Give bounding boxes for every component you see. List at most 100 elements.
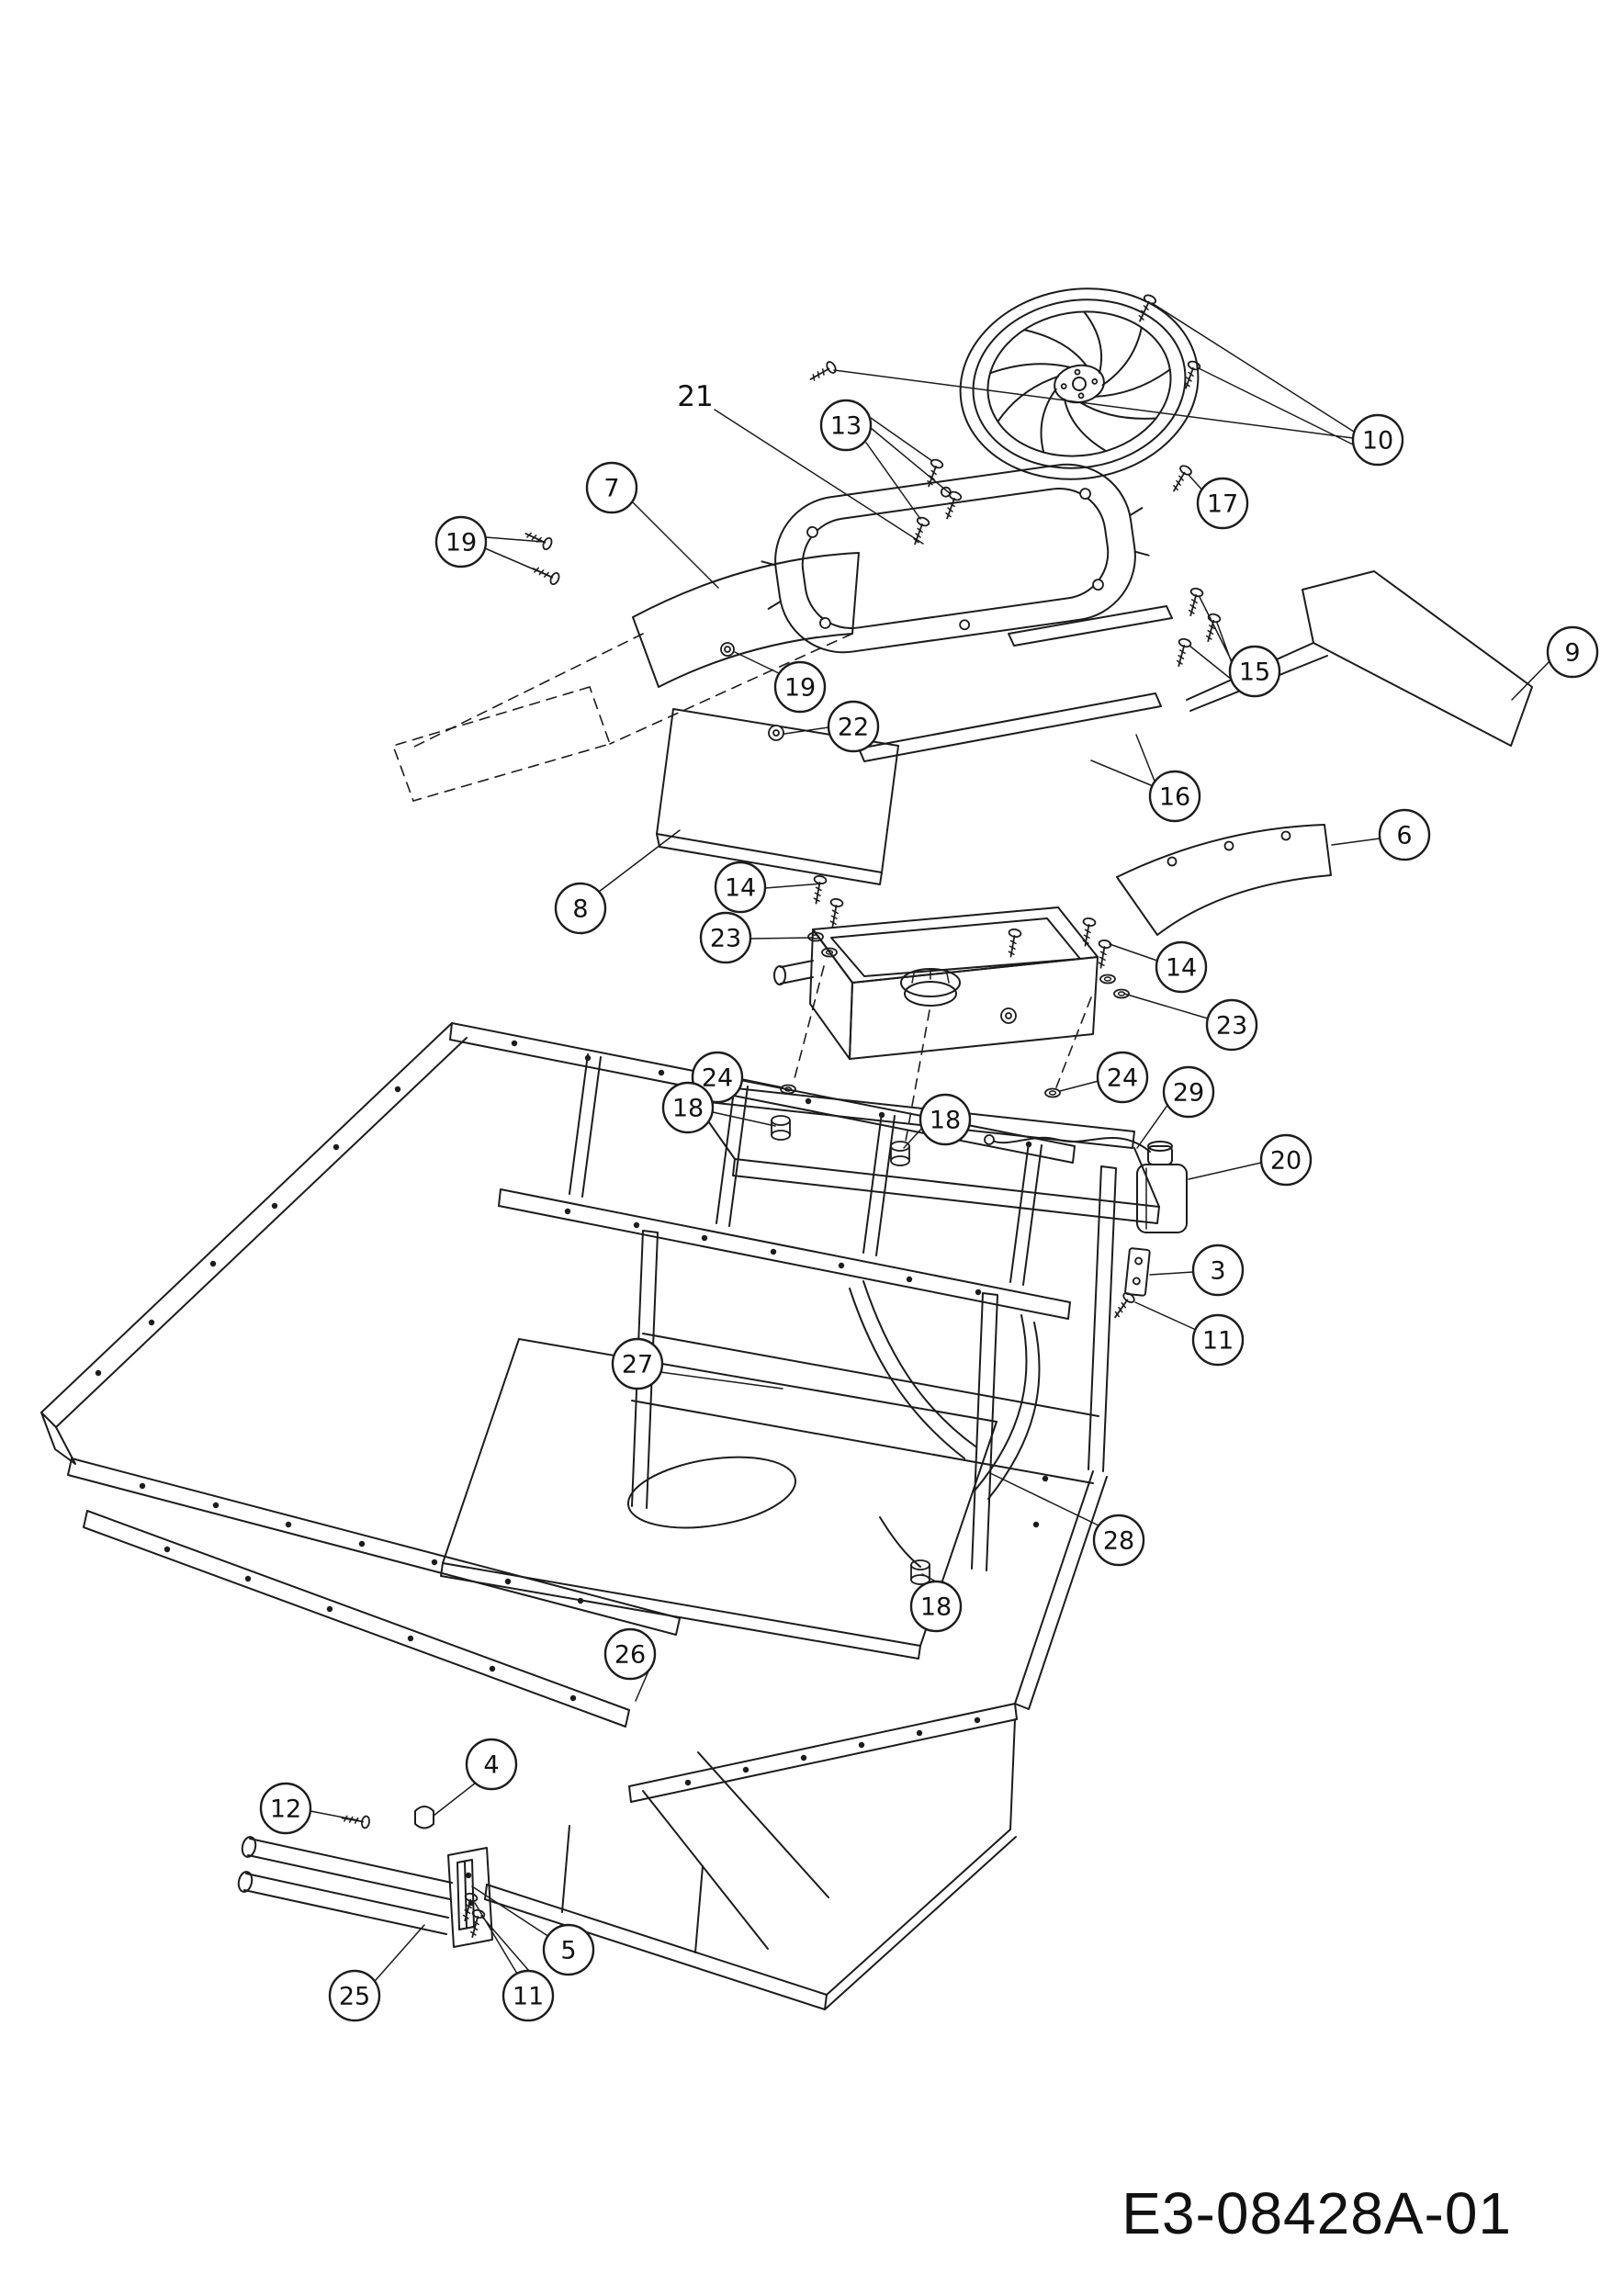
callout-number: 5 — [560, 1937, 576, 1965]
callout-4: 4 — [465, 1738, 518, 1791]
callout-number: 10 — [1362, 427, 1393, 456]
seal-strip-16 — [858, 692, 1162, 762]
callout-26: 26 — [603, 1627, 657, 1681]
callout-bubble — [819, 399, 873, 452]
callout-number: 3 — [1210, 1257, 1225, 1286]
callout-bubble — [502, 1969, 555, 2022]
callout-bubble — [1378, 808, 1431, 861]
callout-number: 9 — [1564, 639, 1580, 668]
callout-bubble — [1096, 1051, 1149, 1104]
mount-bracket-3 — [1124, 1247, 1151, 1297]
callout-23-a: 23 — [699, 911, 752, 964]
callout-5: 5 — [542, 1923, 595, 1976]
floor-pan — [440, 1338, 997, 1660]
callout-bubble — [542, 1923, 595, 1976]
callout-number: 16 — [1159, 783, 1190, 812]
callout-12: 12 — [259, 1782, 312, 1835]
callout-bubble — [1351, 413, 1404, 467]
callout-bubble — [585, 461, 638, 514]
callout-number: 22 — [838, 714, 869, 742]
callout-number: 19 — [445, 529, 477, 557]
callout-number: 6 — [1396, 822, 1412, 850]
callout-number: 13 — [830, 412, 862, 441]
callout-bubble — [434, 515, 488, 568]
callout-11-b: 11 — [502, 1969, 555, 2022]
panel-7-ghost-outline — [391, 633, 853, 802]
callout-14-b: 14 — [1155, 940, 1208, 994]
callout-3: 3 — [1191, 1244, 1245, 1297]
callout-number: 19 — [784, 674, 816, 703]
callout-bubble — [603, 1627, 657, 1681]
callout-number: 11 — [1202, 1327, 1234, 1356]
callout-27: 27 — [611, 1337, 664, 1390]
callout-19-b: 19 — [773, 660, 827, 714]
callout-17: 17 — [1196, 477, 1249, 530]
callout-bubble — [1228, 645, 1281, 698]
callout-13: 13 — [819, 399, 873, 452]
callout-22: 22 — [827, 700, 880, 753]
callout-number: 27 — [622, 1351, 653, 1379]
callout-7: 7 — [585, 461, 638, 514]
chassis-frame — [40, 1022, 1160, 2010]
callout-bubble — [1162, 1065, 1215, 1119]
callout-number: 23 — [710, 925, 741, 953]
callout-10: 10 — [1351, 413, 1404, 467]
callout-number: 18 — [930, 1107, 961, 1135]
callout-18-a: 18 — [661, 1081, 715, 1134]
callout-number: 14 — [1166, 954, 1197, 983]
callout-11-a: 11 — [1191, 1313, 1245, 1367]
callout-number: 4 — [483, 1751, 499, 1780]
callout-bubble — [1196, 477, 1249, 530]
clamp-4 — [414, 1806, 434, 1829]
callout-28: 28 — [1092, 1514, 1145, 1567]
callout-6: 6 — [1378, 808, 1431, 861]
callout-bubble — [773, 660, 827, 714]
callout-bubble — [1205, 998, 1258, 1052]
bumper-tubes — [237, 1836, 493, 1948]
callout-8: 8 — [554, 882, 607, 935]
callout-bubble — [328, 1969, 381, 2022]
callout-29: 29 — [1162, 1065, 1215, 1119]
callout-number: 21 — [677, 380, 713, 413]
callout-number: 26 — [614, 1641, 646, 1670]
side-panel-6 — [1116, 824, 1332, 936]
cooling-fan — [959, 287, 1200, 480]
callout-number: 18 — [920, 1593, 952, 1622]
callout-number: 28 — [1103, 1527, 1134, 1556]
callout-bubble — [909, 1580, 963, 1633]
callout-bubble — [465, 1738, 518, 1791]
callout-25: 25 — [328, 1969, 381, 2022]
callout-21: 21 — [677, 380, 713, 413]
callout-number: 11 — [513, 1983, 544, 2011]
callout-bubble — [611, 1337, 664, 1390]
callout-number: 25 — [339, 1983, 370, 2011]
callout-14-a: 14 — [714, 861, 767, 914]
callout-bubble — [554, 882, 607, 935]
heat-shield-panel-7 — [632, 552, 860, 688]
callout-number: 20 — [1270, 1147, 1302, 1176]
callout-19-a: 19 — [434, 515, 488, 568]
callout-15: 15 — [1228, 645, 1281, 698]
callout-number: 24 — [702, 1064, 733, 1093]
callout-bubble — [1259, 1133, 1313, 1187]
callout-number: 12 — [270, 1795, 301, 1824]
bolt-hole-dots — [95, 1040, 1049, 1786]
seal-strip-upper — [1008, 605, 1173, 647]
callout-bubble — [1191, 1313, 1245, 1367]
leader-lines — [310, 302, 1551, 1981]
callout-bubble — [714, 861, 767, 914]
callout-bubble — [827, 700, 880, 753]
callout-bubble — [1191, 1244, 1245, 1297]
callout-number: 23 — [1216, 1012, 1247, 1041]
callout-bubble — [661, 1081, 715, 1134]
callout-23-b: 23 — [1205, 998, 1258, 1052]
callout-number: 29 — [1173, 1079, 1204, 1108]
radiator-tank — [773, 906, 1099, 1060]
callout-16: 16 — [1148, 770, 1201, 823]
callout-bubble — [919, 1093, 972, 1146]
callout-18-c: 18 — [909, 1580, 963, 1633]
overflow-bottle — [1136, 1141, 1188, 1233]
callout-number: 18 — [672, 1095, 704, 1123]
callout-9: 9 — [1546, 625, 1599, 679]
